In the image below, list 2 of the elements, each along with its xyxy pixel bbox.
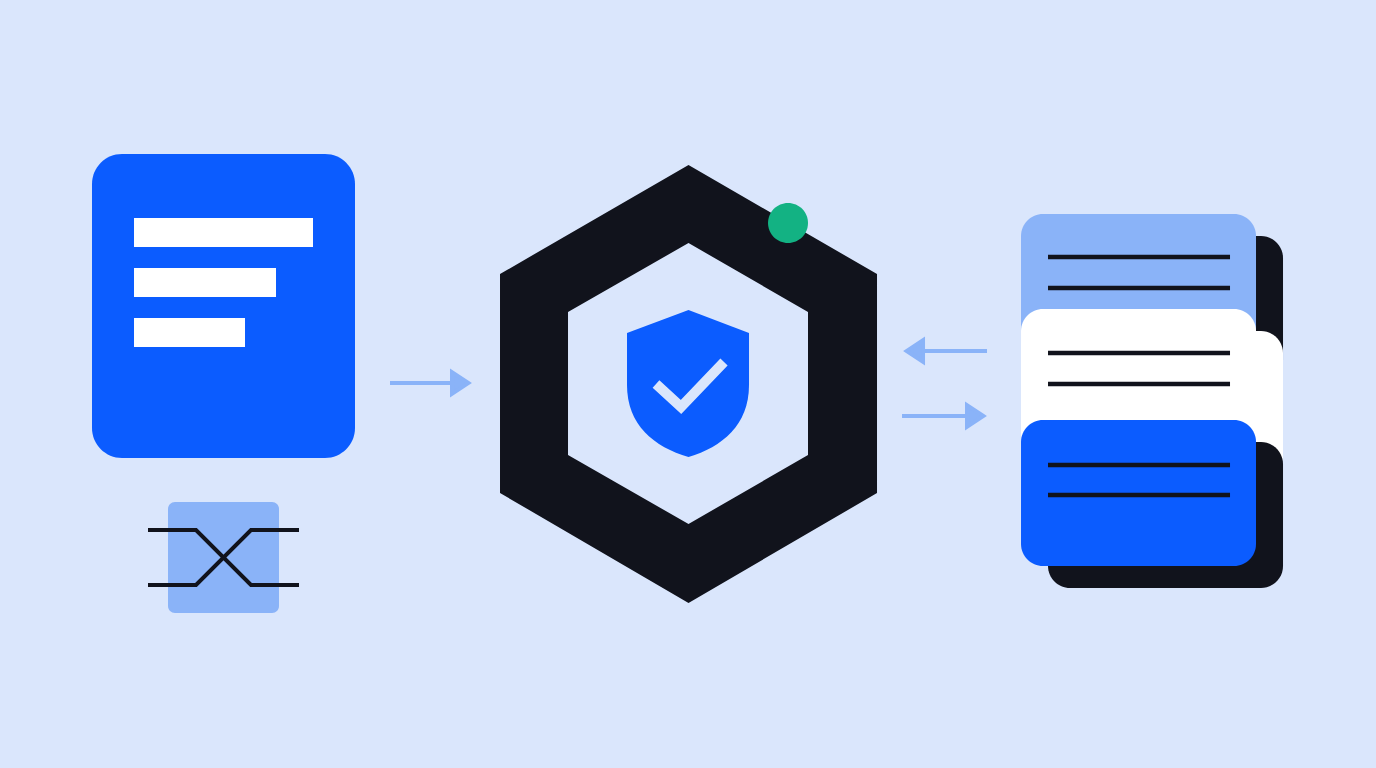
card-stack — [1021, 214, 1283, 588]
document-icon — [92, 154, 355, 458]
